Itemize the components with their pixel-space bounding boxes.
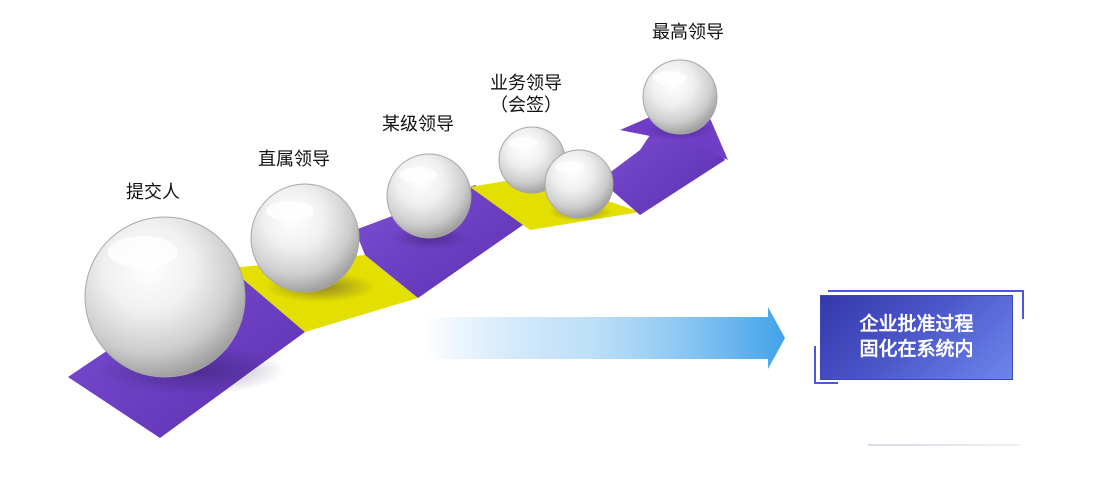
label-business-leader: 业务领导 （会签） — [490, 73, 562, 117]
result-box — [820, 295, 1013, 380]
sphere-some-leader — [386, 153, 472, 239]
sphere-business-leader-b — [544, 149, 614, 219]
label-direct-leader: 直属领导 — [258, 149, 330, 170]
sphere-direct-leader — [250, 183, 360, 293]
sphere-submitter — [84, 216, 246, 378]
label-some-leader: 某级领导 — [382, 114, 454, 135]
result-text: 企业批准过程 固化在系统内 — [820, 312, 1013, 362]
result-line-2: 固化在系统内 — [859, 338, 974, 360]
result-frame-bottom-left — [814, 346, 838, 384]
result-line-1: 企业批准过程 — [859, 313, 974, 335]
result-frame-top-right — [828, 290, 1024, 319]
label-business-leader-line2: （会签） — [490, 95, 562, 116]
label-submitter: 提交人 — [126, 182, 180, 203]
decorative-underline — [868, 444, 1020, 446]
label-top-leader: 最高领导 — [652, 22, 724, 43]
sphere-top-leader — [642, 59, 718, 135]
blue-flow-arrow — [425, 307, 785, 369]
label-business-leader-line1: 业务领导 — [490, 73, 562, 94]
